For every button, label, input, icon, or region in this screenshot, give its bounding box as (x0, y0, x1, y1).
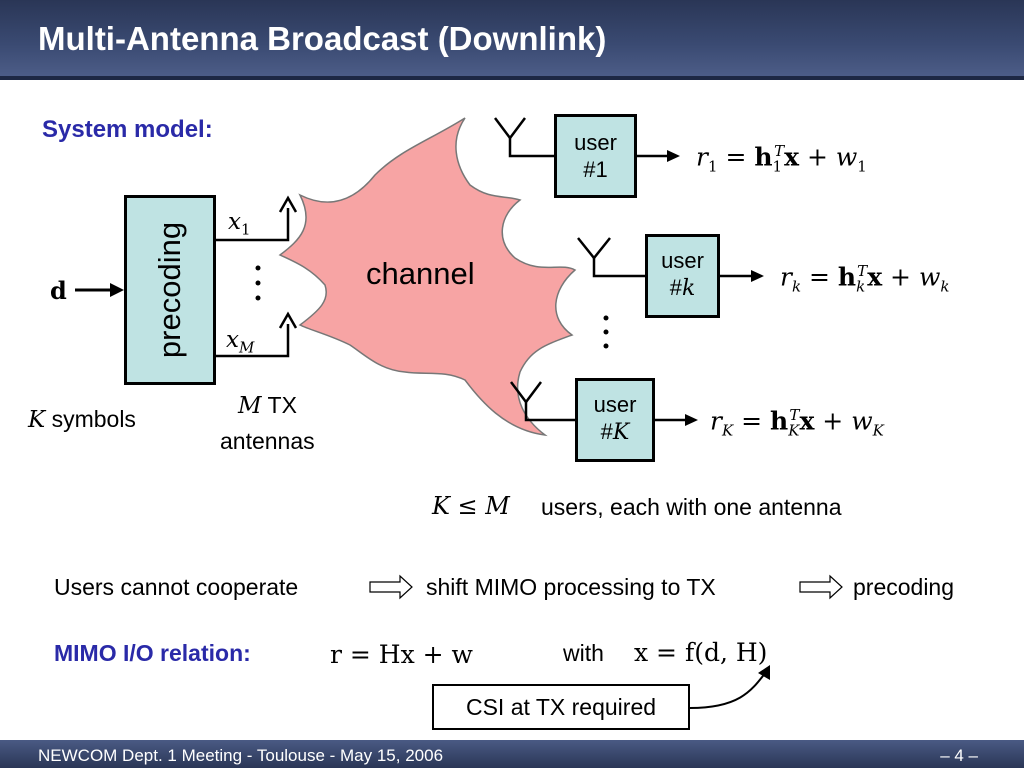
footer-text: NEWCOM Dept. 1 Meeting - Toulouse - May … (38, 746, 444, 765)
tx-line-1 (216, 208, 290, 242)
user-box-1: user #1 (554, 114, 637, 198)
flow-arrow-1 (369, 574, 413, 600)
user-box-k: user #k (645, 234, 720, 318)
constraint-text: users, each with one antenna (541, 494, 842, 520)
user-box-label: user (593, 392, 637, 417)
flow-step-3: precoding (853, 574, 955, 600)
rx-dot (603, 315, 609, 321)
csi-callout: CSI at TX required (432, 684, 690, 730)
user-box-label: user (661, 248, 704, 273)
user-box-index: #1 (583, 157, 608, 182)
flow-arrow-2 (799, 574, 843, 600)
tx-dot (255, 280, 261, 286)
channel-shape (278, 117, 577, 437)
title-bar (0, 0, 1024, 80)
rx-line-K (524, 402, 575, 422)
rx-line-1 (508, 138, 554, 158)
flow-step-2: shift MIMO processing to TX (426, 574, 716, 600)
slide-title: Multi-Antenna Broadcast (Downlink) (38, 20, 607, 57)
system-model-heading: System model: (42, 116, 213, 143)
user-box-index: #k (669, 275, 696, 301)
user-box-K: user #K (575, 378, 655, 462)
flow-step-1: Users cannot cooperate (54, 574, 299, 600)
input-arrowhead (110, 283, 124, 297)
constraint-expression: K ≤ M (432, 492, 510, 520)
precoding-block (124, 195, 216, 385)
antennas-label: antennas (220, 428, 315, 454)
channel-label: channel (366, 256, 475, 291)
title-bar-rule (0, 76, 1024, 80)
xm-label: xM (226, 327, 255, 357)
tx-antenna-1 (278, 195, 298, 213)
tx-line-m (216, 324, 290, 358)
with-label: with (563, 640, 604, 666)
user-box-index: #K (600, 419, 630, 445)
user-box-label: user (574, 130, 617, 155)
rx-antenna-1 (494, 117, 526, 141)
k-symbols-label: K symbols (28, 406, 136, 433)
x-definition: x = f(d, H) (634, 638, 768, 667)
rx-line-k (592, 258, 645, 278)
input-d-label: d (50, 276, 67, 305)
x1-label: x1 (228, 209, 251, 239)
precoding-label: precoding (152, 221, 187, 359)
m-tx-label: M TX (238, 392, 297, 419)
rx-dot (603, 343, 609, 349)
equation-user-k: rk = hkTx + wk (780, 262, 950, 296)
equation-user-K: rK = hKTx + wK (710, 406, 884, 440)
mimo-heading: MIMO I/O relation: (54, 640, 251, 666)
rx-dot (603, 329, 609, 335)
tx-dot (255, 265, 261, 271)
equation-user-1: r1 = h1Tx + w1 (696, 142, 867, 176)
rx-antenna-k (577, 237, 611, 261)
mimo-equation: r = Hx + w (330, 640, 473, 669)
tx-dot (255, 295, 261, 301)
page-number: – 4 – (940, 746, 978, 765)
tx-antenna-m (278, 311, 298, 329)
footer-bar (0, 740, 1024, 768)
csi-pointer (689, 671, 767, 709)
